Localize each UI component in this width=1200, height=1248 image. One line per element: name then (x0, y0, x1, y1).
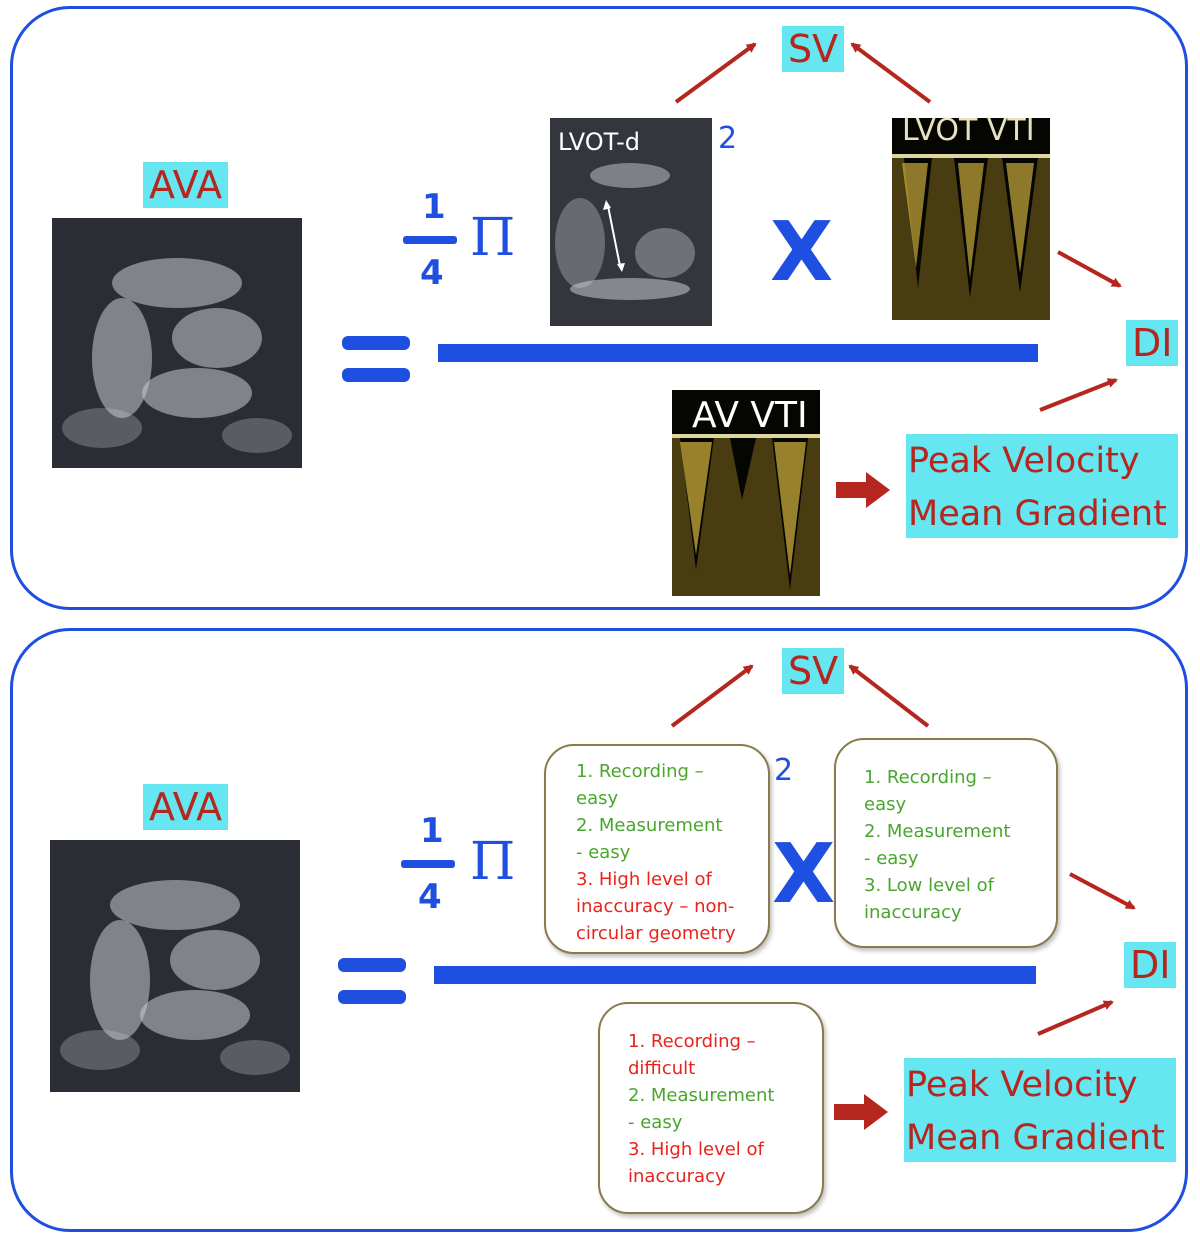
bottom-multiply-sign: X (772, 827, 836, 922)
top-equals-lower (342, 368, 410, 382)
top-aortic-valve-image (52, 218, 302, 468)
bottom-pi-symbol: Π (470, 832, 516, 892)
top-peak-velocity-box (906, 434, 1178, 538)
bottom-mean-gradient-label: Mean Gradient (906, 1118, 1165, 1158)
bottom-peak-velocity-box (904, 1058, 1176, 1162)
top-lvot-vti-image (892, 118, 1050, 320)
top-fraction-bar (403, 236, 457, 244)
arrow-av-vti-note-to-peak (834, 1094, 888, 1130)
bottom-division-bar (434, 966, 1036, 984)
note-line: 2. Measurement - easy (576, 815, 723, 863)
bottom-lvot-vti-note: 1. Recording – easy 2. Measurement - eas… (834, 738, 1058, 948)
note-line: 3. High level of inaccuracy – non- circu… (576, 869, 736, 944)
top-equals-upper (342, 336, 410, 350)
top-multiply-sign: X (770, 205, 834, 300)
bottom-panel (10, 628, 1188, 1232)
bottom-ava-label: AVA (143, 784, 229, 830)
bottom-di-label: DI (1124, 942, 1177, 988)
arrow-bottom-peak-to-di (1037, 1000, 1114, 1036)
top-pi-symbol: Π (470, 208, 516, 268)
arrow-av-vti-to-peak (836, 472, 890, 508)
top-mean-gradient-label: Mean Gradient (908, 494, 1167, 534)
arrow-lvot-vti-note-to-sv (848, 664, 930, 728)
top-di-label: DI (1126, 320, 1179, 366)
bottom-peak-velocity-label: Peak Velocity (906, 1065, 1138, 1105)
bottom-fraction-bar (401, 860, 455, 868)
bottom-av-vti-note: 1. Recording – difficult 2. Measurement … (598, 1002, 824, 1214)
top-fraction-numerator: 1 (422, 187, 446, 227)
bottom-aortic-valve-image (50, 840, 300, 1092)
top-lvot-vti-label: LVOT VTI (902, 116, 1035, 142)
note-line: 2. Measurement - easy (628, 1085, 775, 1133)
top-panel (10, 6, 1188, 610)
top-division-bar (438, 344, 1038, 362)
arrow-lvot-d-to-sv (674, 42, 757, 104)
note-line: 2. Measurement - easy (864, 821, 1011, 869)
arrow-lvot-d-note-to-sv (670, 664, 754, 728)
arrow-lvot-vti-to-sv (850, 42, 932, 104)
top-fraction-denominator: 4 (420, 253, 444, 293)
arrow-peak-to-di (1039, 378, 1118, 412)
bottom-lvot-d-note: 1. Recording – easy 2. Measurement - eas… (544, 744, 770, 954)
note-line: 1. Recording – easy (576, 761, 704, 809)
top-lvot-d-image (550, 118, 712, 326)
top-av-vti-label: AV VTI (692, 398, 808, 436)
note-line: 1. Recording – difficult (628, 1031, 756, 1079)
bottom-fraction-numerator: 1 (420, 811, 444, 851)
top-av-vti-image (672, 390, 820, 596)
top-ava-label: AVA (143, 162, 229, 208)
bottom-sv-label: SV (782, 648, 845, 694)
note-line: 1. Recording – easy (864, 767, 992, 815)
top-sv-label: SV (782, 26, 845, 72)
bottom-square-exponent: 2 (774, 753, 794, 788)
top-lvot-d-label: LVOT-d (558, 128, 640, 156)
top-square-exponent: 2 (718, 121, 738, 156)
bottom-equals-upper (338, 958, 406, 972)
bottom-fraction-denominator: 4 (418, 877, 442, 917)
arrow-lvot-vti-to-di (1057, 250, 1122, 288)
note-line: 3. High level of inaccuracy (628, 1139, 764, 1187)
arrow-lvot-vti-note-to-di (1069, 872, 1136, 910)
bottom-equals-lower (338, 990, 406, 1004)
top-peak-velocity-label: Peak Velocity (908, 441, 1140, 481)
note-line: 3. Low level of inaccuracy (864, 875, 994, 923)
